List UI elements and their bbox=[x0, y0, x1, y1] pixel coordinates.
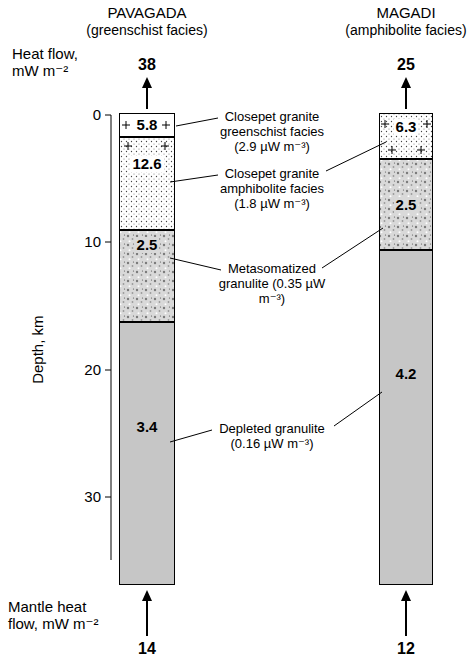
layer-band: 12.6 bbox=[119, 137, 175, 230]
layer-band: 2.5 bbox=[119, 230, 175, 322]
heat-production-value: 6.3 bbox=[394, 119, 419, 135]
layer-band: 2.5 bbox=[379, 159, 433, 250]
heat-production-value: 4.2 bbox=[394, 366, 419, 382]
arrow-head bbox=[142, 77, 152, 88]
heat-production-value: 12.6 bbox=[130, 156, 163, 172]
leader-line bbox=[326, 142, 386, 171]
axis-title: Mantle heat flow, mW m⁻² bbox=[8, 598, 108, 633]
axis-title: Depth, km bbox=[29, 290, 46, 410]
mantle-flow-arrow bbox=[405, 599, 407, 636]
unit-callout: Depleted granulite (0.16 µW m⁻³) bbox=[211, 422, 333, 452]
arrow-head bbox=[142, 590, 152, 601]
mantle-flow-value: 12 bbox=[386, 640, 426, 658]
layer-band: 5.8 bbox=[119, 113, 175, 137]
unit-callout: Closepet granite amphibolite facies (1.8… bbox=[211, 167, 333, 212]
axis-title: Heat flow, mW m⁻² bbox=[12, 45, 102, 80]
axis-tick bbox=[105, 115, 111, 497]
heat-production-value: 2.5 bbox=[135, 237, 160, 253]
unit-callout: Closepet granite greenschist facies (2.9… bbox=[211, 110, 333, 155]
tick-label: 30 bbox=[61, 488, 101, 505]
layer-band: 3.4 bbox=[119, 322, 175, 585]
heat-flow-arrow bbox=[146, 86, 148, 109]
layer-band: 4.2 bbox=[379, 250, 433, 585]
column-subtitle: (amphibolite facies) bbox=[341, 22, 471, 38]
leader-line bbox=[176, 118, 218, 126]
depth-axis bbox=[111, 115, 112, 560]
granite-fill bbox=[379, 113, 433, 159]
leader-line bbox=[334, 392, 382, 426]
heat-flow-value: 38 bbox=[127, 56, 167, 74]
arrow-head bbox=[401, 590, 411, 601]
column-title: PAVAGADA bbox=[77, 4, 217, 21]
layer-band: 6.3 bbox=[379, 113, 433, 159]
mantle-flow-value: 14 bbox=[127, 640, 167, 658]
leader-line bbox=[170, 258, 221, 270]
granulite-fill bbox=[119, 230, 175, 322]
granulite-fill bbox=[379, 159, 433, 250]
granite-fill bbox=[119, 137, 175, 230]
leader-line bbox=[170, 175, 218, 182]
leader-lines bbox=[170, 118, 386, 442]
heat-flow-arrow bbox=[405, 86, 407, 109]
unit-callout: Metasomatized granulite (0.35 µW m⁻³) bbox=[211, 262, 333, 307]
mantle-flow-arrow bbox=[146, 599, 148, 636]
column-subtitle: (greenschist facies) bbox=[72, 22, 222, 38]
leader-line bbox=[322, 228, 383, 268]
heat-production-value: 3.4 bbox=[135, 419, 160, 435]
leader-line bbox=[170, 430, 212, 442]
heat-production-value: 2.5 bbox=[394, 197, 419, 213]
granulite-fill bbox=[119, 322, 175, 585]
tick-label: 10 bbox=[61, 233, 101, 250]
tick-label: 20 bbox=[61, 361, 101, 378]
arrow-head bbox=[401, 77, 411, 88]
heat-production-value: 5.8 bbox=[135, 117, 160, 133]
heat-flow-value: 25 bbox=[386, 56, 426, 74]
column-title: MAGADI bbox=[346, 4, 466, 21]
granulite-fill bbox=[379, 250, 433, 585]
tick-label: 0 bbox=[61, 106, 101, 123]
